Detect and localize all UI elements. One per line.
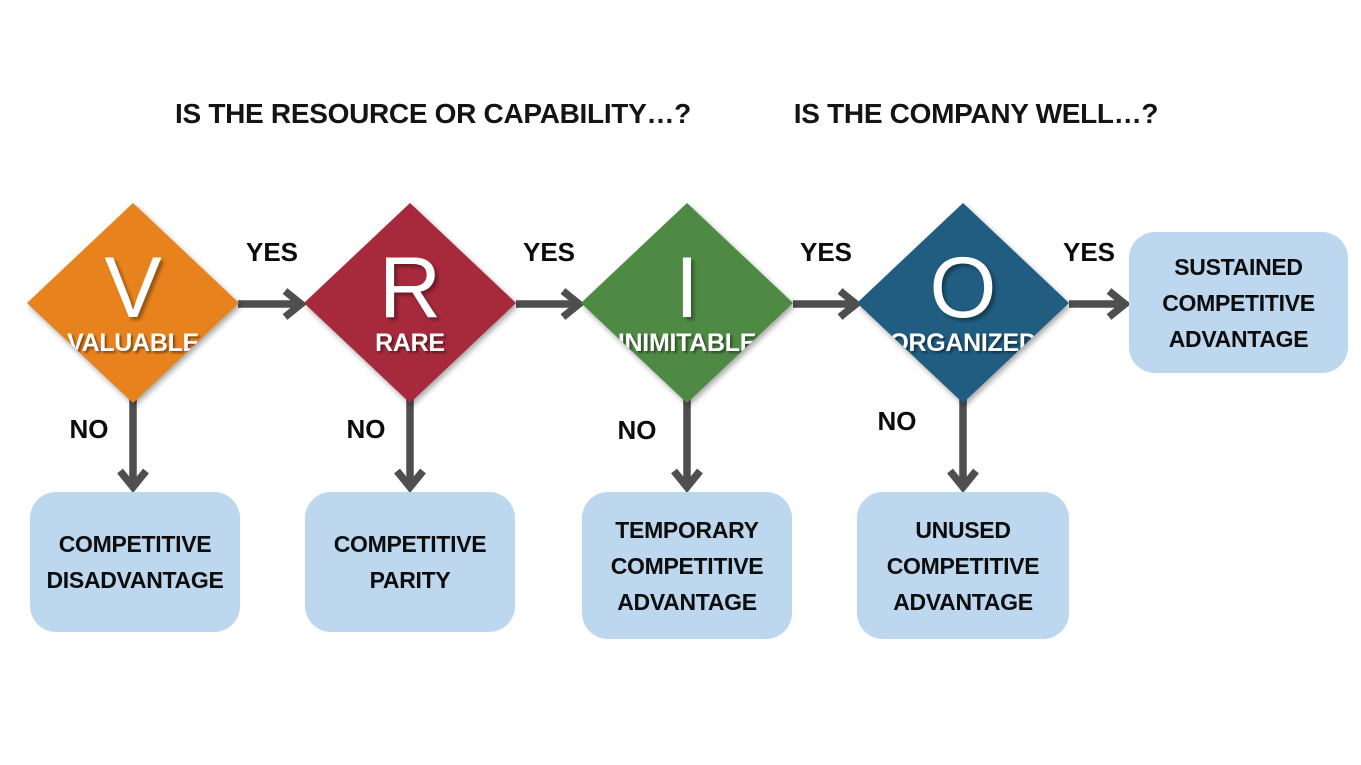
diamond-organized: O ORGANIZED — [857, 203, 1069, 403]
outcome-box-sustained-competitive-advantage: SUSTAINED COMPETITIVE ADVANTAGE — [1129, 232, 1348, 373]
outcome-box-temporary-competitive-advantage: TEMPORARY COMPETITIVE ADVANTAGE — [582, 492, 792, 639]
question-resource-capability: IS THE RESOURCE OR CAPABILITY…? — [175, 98, 691, 129]
no-label-valuable: NO — [69, 414, 109, 444]
outcome-box-competitive-disadvantage: COMPETITIVE DISADVANTAGE — [30, 492, 240, 632]
diamond-shape-organized: O ORGANIZED — [857, 203, 1069, 403]
arrow-head — [1106, 288, 1131, 320]
yes-label-r-to-i: YES — [522, 237, 576, 267]
diamond-valuable: V VALUABLE — [27, 203, 239, 403]
diamond-rare: R RARE — [304, 203, 516, 403]
diamond-shape-valuable: V VALUABLE — [27, 203, 239, 403]
arrow-yes-o-to-sustained — [1069, 288, 1131, 320]
arrow-head — [837, 288, 862, 320]
arrow-head — [394, 468, 426, 493]
diamond-shape-rare: R RARE — [304, 203, 516, 403]
diamond-shape-inimitable: I INIMITABLE — [581, 203, 793, 403]
diamond-letter: V — [104, 239, 162, 336]
yes-label-o-to-sustained: YES — [1062, 237, 1116, 267]
arrow-head — [671, 468, 703, 493]
arrow-no-inimitable — [671, 399, 703, 493]
outcome-box-competitive-parity: COMPETITIVE PARITY — [305, 492, 515, 632]
question-company-well: IS THE COMPANY WELL…? — [793, 98, 1159, 129]
diamond-label: RARE — [375, 328, 445, 357]
no-label-inimitable: NO — [617, 415, 657, 445]
arrow-no-valuable — [117, 399, 149, 493]
diamond-label: ORGANIZED — [889, 328, 1037, 357]
no-label-organized: NO — [877, 406, 917, 436]
arrow-head — [947, 468, 979, 493]
arrow-head — [560, 288, 585, 320]
no-label-rare: NO — [346, 414, 386, 444]
diamond-letter: O — [929, 239, 997, 336]
arrow-no-organized — [947, 399, 979, 493]
arrow-no-rare — [394, 399, 426, 493]
diamond-letter: I — [675, 239, 699, 336]
diamond-inimitable: I INIMITABLE — [581, 203, 793, 403]
arrow-yes-r-to-i — [516, 288, 585, 320]
diamond-label: VALUABLE — [67, 328, 199, 357]
yes-label-i-to-o: YES — [799, 237, 853, 267]
arrow-head — [282, 288, 307, 320]
diamond-label: INIMITABLE — [617, 328, 757, 357]
arrow-head — [117, 468, 149, 493]
diamond-letter: R — [378, 239, 442, 336]
outcome-box-unused-competitive-advantage: UNUSED COMPETITIVE ADVANTAGE — [857, 492, 1069, 639]
arrow-yes-i-to-o — [793, 288, 862, 320]
arrow-yes-v-to-r — [238, 288, 307, 320]
yes-label-v-to-r: YES — [245, 237, 299, 267]
